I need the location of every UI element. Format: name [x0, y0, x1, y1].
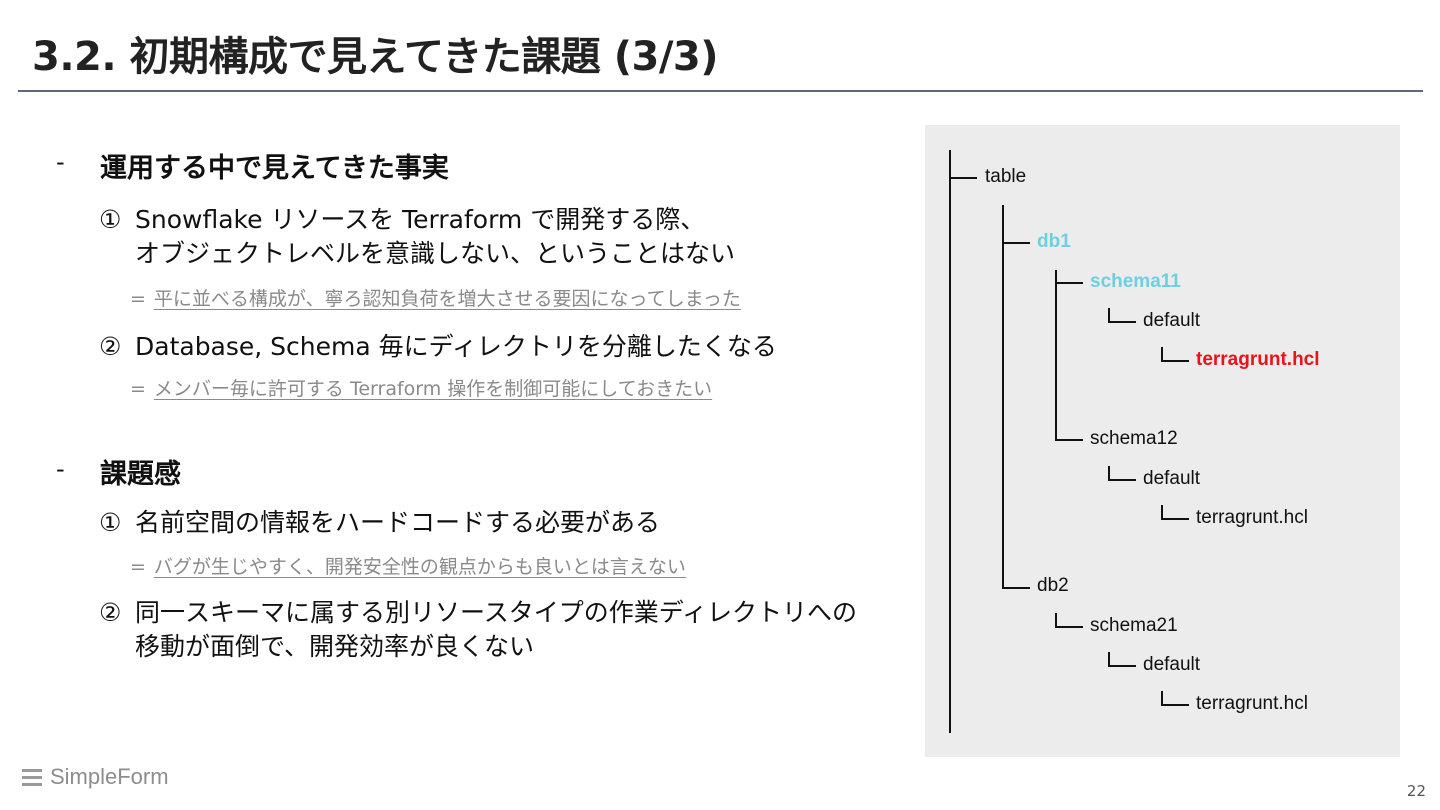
section-heading-issues: 課題感 — [100, 459, 181, 490]
tree-node-terragrunt-hcl: terragrunt.hcl — [1196, 507, 1308, 528]
tree-node-default: default — [1143, 468, 1201, 489]
item-note: = バグが生じやすく、開発安全性の観点からも良いとは言えない — [130, 552, 686, 579]
logo-text: SimpleForm — [50, 764, 169, 789]
tree-node-schema12: schema12 — [1090, 428, 1178, 449]
tree-line — [1055, 439, 1083, 441]
item-number: ② — [99, 598, 122, 627]
logo-bars-icon — [22, 768, 42, 786]
tree-node-terragrunt-hcl: terragrunt.hcl — [1196, 349, 1320, 370]
tree-line — [1108, 479, 1136, 481]
item-text-line: 移動が面倒で、開発効率が良くない — [135, 632, 535, 661]
item-text-line: Snowflake リソースを Terraform で開発する際、 — [135, 205, 706, 234]
tree-line — [1108, 308, 1110, 322]
section-dash: - — [56, 455, 65, 483]
list-item: ① Snowflake リソースを Terraform で開発する際、 オブジェク… — [99, 203, 735, 271]
tree-line — [1002, 205, 1004, 588]
item-note: = メンバー毎に許可する Terraform 操作を制御可能にしておきたい — [130, 374, 712, 401]
item-text-line: Database, Schema 毎にディレクトリを分離したくなる — [135, 332, 777, 361]
tree-node-db1: db1 — [1037, 231, 1071, 252]
item-text-line: 名前空間の情報をハードコードする必要がある — [135, 508, 661, 537]
note-equals: = — [130, 288, 146, 310]
tree-node-table: table — [985, 166, 1027, 187]
tree-line — [1108, 321, 1136, 323]
tree-line — [1055, 613, 1057, 627]
note-equals: = — [130, 378, 146, 400]
tree-node-terragrunt-hcl: terragrunt.hcl — [1196, 693, 1308, 714]
tree-node-schema11: schema11 — [1090, 271, 1181, 292]
list-item: ② 同一スキーマに属する別リソースタイプの作業ディレクトリへの 移動が面倒で、開発… — [99, 596, 857, 664]
item-text-line: オブジェクトレベルを意識しない、ということはない — [135, 239, 736, 268]
tree-line — [1161, 691, 1163, 705]
note-equals: = — [130, 556, 146, 578]
note-text: 平に並べる構成が、寧ろ認知負荷を増大させる要因になってしまった — [153, 288, 741, 310]
tree-line — [1161, 518, 1189, 520]
slide-title: 3.2. 初期構成で見えてきた課題 (3/3) — [32, 34, 719, 80]
item-note: = 平に並べる構成が、寧ろ認知負荷を増大させる要因になってしまった — [130, 284, 741, 311]
tree-line — [1161, 505, 1163, 519]
item-number: ① — [99, 205, 122, 234]
tree-line — [1161, 347, 1163, 361]
tree-node-default: default — [1143, 654, 1201, 675]
tree-line — [949, 150, 951, 733]
tree-line — [1161, 704, 1189, 706]
note-text: バグが生じやすく、開発安全性の観点からも良いとは言えない — [153, 556, 686, 578]
item-text-line: 同一スキーマに属する別リソースタイプの作業ディレクトリへの — [135, 598, 858, 627]
tree-node-db2: db2 — [1037, 575, 1069, 596]
section-dash: - — [56, 148, 65, 176]
tree-node-default: default — [1143, 310, 1201, 331]
tree-line — [1161, 360, 1189, 362]
item-number: ① — [99, 508, 122, 537]
tree-line — [1055, 626, 1083, 628]
tree-node-schema21: schema21 — [1090, 615, 1178, 636]
tree-line — [1002, 242, 1030, 244]
directory-tree-panel: table db1 schema11 default terragrunt.hc… — [925, 125, 1400, 757]
title-divider — [18, 90, 1423, 92]
tree-line — [1055, 282, 1083, 284]
tree-line — [1108, 466, 1110, 480]
tree-line — [949, 177, 977, 179]
list-item: ② Database, Schema 毎にディレクトリを分離したくなる — [99, 330, 777, 364]
tree-line — [1055, 270, 1057, 440]
list-item: ① 名前空間の情報をハードコードする必要がある — [99, 506, 660, 540]
tree-line — [1108, 665, 1136, 667]
simpleform-logo: SimpleForm — [22, 764, 169, 790]
tree-line — [1108, 652, 1110, 666]
section-heading-facts: 運用する中で見えてきた事実 — [100, 153, 449, 184]
tree-line — [1002, 587, 1030, 589]
item-number: ② — [99, 332, 122, 361]
note-text: メンバー毎に許可する Terraform 操作を制御可能にしておきたい — [153, 378, 713, 400]
page-number: 22 — [1406, 782, 1426, 800]
